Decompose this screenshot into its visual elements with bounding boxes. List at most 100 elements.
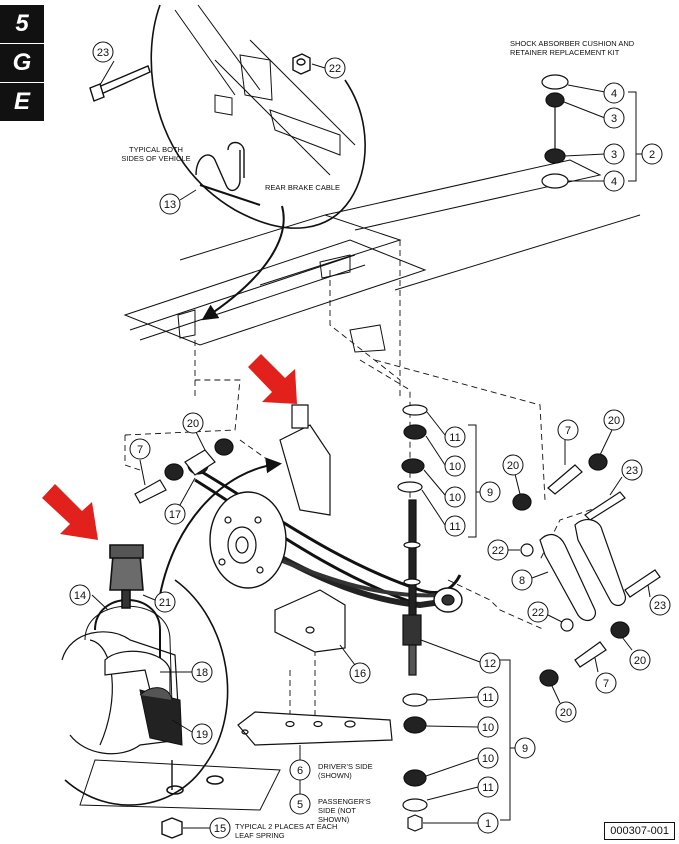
svg-text:20: 20	[187, 418, 199, 430]
callout-14: 14	[69, 584, 109, 611]
svg-text:7: 7	[565, 425, 571, 437]
part-number-box: 000307-001	[604, 822, 675, 840]
svg-text:23: 23	[97, 47, 109, 59]
left-shackle-parts	[134, 438, 234, 504]
kit-label: SHOCK ABSORBER CUSHION AND RETAINER REPL…	[510, 39, 635, 57]
svg-text:11: 11	[449, 521, 460, 533]
svg-text:20: 20	[634, 655, 646, 667]
callout-15: 15	[183, 817, 231, 839]
vehicle-frame	[123, 159, 641, 353]
svg-text:15: 15	[214, 823, 226, 835]
callout-16: 16	[339, 644, 371, 684]
callout-10-b: 10	[423, 469, 466, 508]
callout-10-c: 10	[425, 716, 499, 738]
callout-17: 17	[164, 477, 196, 525]
callout-23-right-low: 23	[647, 584, 671, 616]
callout-9-lower: 9	[514, 737, 536, 759]
svg-text:11: 11	[482, 782, 493, 794]
callout-11-b: 11	[421, 489, 466, 537]
callout-11-d: 11	[426, 776, 499, 801]
callout-13: 13	[159, 189, 197, 215]
callout-23-right-top: 23	[609, 459, 643, 496]
svg-text:9: 9	[487, 487, 493, 499]
svg-text:11: 11	[449, 432, 460, 444]
bottom-detail-circle	[61, 544, 281, 811]
svg-text:22: 22	[532, 607, 544, 619]
callout-2: 2	[641, 143, 663, 165]
svg-text:3: 3	[611, 113, 617, 125]
svg-text:3: 3	[611, 149, 617, 161]
callout-20-right-low: 20	[621, 636, 651, 671]
callout-10-d: 10	[425, 747, 499, 777]
top-detail-circle	[150, 4, 366, 229]
section-tab: 5	[0, 5, 44, 43]
svg-text:13: 13	[164, 199, 176, 211]
callout-4-a: 4	[567, 82, 625, 104]
callouts: 23 22 13 4 3 3 4 2 20 7 17 14 21 18 19 1…	[69, 41, 671, 839]
cushion-stack-lower	[402, 693, 428, 832]
callout-20-right-top: 20	[599, 409, 625, 456]
callout-22-top: 22	[311, 57, 346, 79]
callout-22-right-mid: 22	[487, 539, 520, 561]
nut-22-top	[292, 53, 311, 75]
callout-19: 19	[171, 719, 213, 745]
svg-text:10: 10	[482, 753, 494, 765]
svg-text:16: 16	[354, 668, 366, 680]
svg-text:20: 20	[560, 707, 572, 719]
callout-1: 1	[423, 812, 499, 834]
callout-22-right-low: 22	[527, 601, 563, 623]
nut-15	[161, 817, 183, 839]
callout-11-c: 11	[426, 686, 499, 708]
callout-11-a: 11	[426, 411, 466, 448]
svg-text:5: 5	[297, 799, 303, 811]
svg-text:4: 4	[611, 88, 617, 100]
cushion-stack-upper	[397, 404, 428, 493]
driver-side-label: DRIVER’S SIDE (SHOWN)	[318, 762, 373, 780]
svg-text:6: 6	[297, 765, 303, 777]
callout-6: 6	[289, 745, 311, 781]
svg-text:2: 2	[649, 149, 655, 161]
svg-text:18: 18	[196, 667, 208, 679]
svg-text:19: 19	[196, 729, 208, 741]
callout-18: 18	[160, 661, 213, 683]
callout-8: 8	[511, 569, 549, 591]
bolt-23-top	[89, 65, 151, 102]
svg-text:7: 7	[137, 444, 143, 456]
svg-text:12: 12	[484, 658, 496, 670]
svg-text:1: 1	[485, 818, 491, 830]
typical-label: TYPICAL BOTH SIDES OF VEHICLE	[121, 145, 191, 163]
svg-text:20: 20	[507, 460, 519, 472]
right-shackle-parts	[512, 453, 661, 687]
callout-7-right-low: 7	[594, 657, 617, 694]
svg-text:23: 23	[654, 600, 666, 612]
svg-text:7: 7	[603, 678, 609, 690]
callout-9-upper: 9	[479, 481, 501, 503]
svg-text:14: 14	[74, 590, 86, 602]
red-arrow-left	[42, 484, 98, 540]
kit-stack	[541, 74, 569, 189]
callout-4-b: 4	[568, 170, 625, 192]
section-tab: E	[0, 83, 44, 121]
rear-brake-label: REAR BRAKE CABLE	[265, 183, 341, 192]
callout-21: 21	[142, 591, 176, 613]
svg-text:20: 20	[608, 415, 620, 427]
section-tab: G	[0, 44, 44, 82]
callout-12: 12	[420, 639, 501, 674]
svg-text:4: 4	[611, 176, 617, 188]
svg-text:10: 10	[482, 722, 494, 734]
callout-7-right-top: 7	[557, 419, 579, 465]
passenger-side-label: PASSENGER’S SIDE (NOT SHOWN)	[318, 797, 371, 824]
svg-text:9: 9	[522, 743, 528, 755]
typical-places-label: TYPICAL 2 PLACES AT EACH LEAF SPRING	[235, 822, 338, 840]
callout-20-bottom: 20	[551, 685, 577, 723]
svg-text:21: 21	[159, 597, 171, 609]
svg-text:11: 11	[482, 692, 493, 704]
callout-3-a: 3	[563, 101, 625, 129]
svg-text:23: 23	[626, 465, 638, 477]
red-arrow-center	[248, 354, 297, 404]
callout-7-left: 7	[129, 438, 151, 486]
callout-3-b: 3	[564, 143, 625, 165]
shock-absorber	[402, 499, 422, 676]
